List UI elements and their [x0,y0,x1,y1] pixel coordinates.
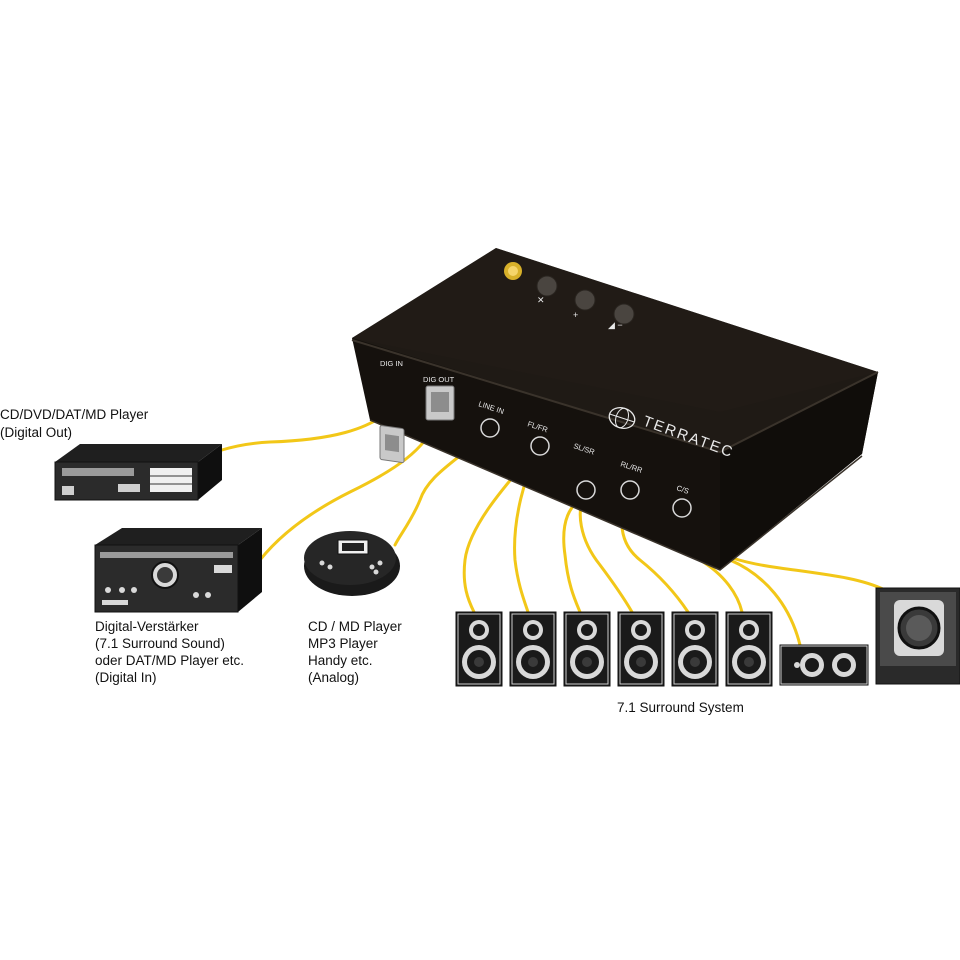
port-dig-in[interactable]: DIG IN [379,359,405,464]
satellite-speaker [617,611,665,687]
mute-icon: ✕ [537,295,545,305]
speaker-set [455,611,773,687]
cd-player-label-line1: CD/DVD/DAT/MD Player [0,407,149,422]
satellite-speaker [671,611,719,687]
port-label-dig-in: DIG IN [380,359,403,368]
center-speaker [779,644,869,686]
cable-dig-in [220,406,394,452]
triangle-icon: ◢ − [608,320,623,330]
portable-label-line4: (Analog) [308,670,359,685]
amplifier [94,528,262,613]
subwoofer [875,587,960,685]
portable-label-line1: CD / MD Player [308,619,402,634]
amplifier-label-line3: oder DAT/MD Player etc. [95,653,244,668]
device-side [720,372,878,570]
surround-system-label: 7.1 Surround System [617,700,744,715]
port-c-s[interactable]: C/S [672,483,692,518]
port-dig-out[interactable]: DIG OUT [423,375,455,421]
portable-label-line2: MP3 Player [308,636,378,651]
satellite-speaker [509,611,557,687]
amplifier-label-line1: Digital-Verstärker [95,619,199,634]
cd-player-label-line2: (Digital Out) [0,425,72,440]
port-fl-fr[interactable]: FL/FR [526,419,550,456]
volume-up-button[interactable]: + [573,289,596,320]
volume-down-button[interactable]: ◢ − [608,303,635,330]
portable-label-line3: Handy etc. [308,653,373,668]
cd-dvd-player [54,444,222,501]
port-label-c-s: C/S [675,483,690,495]
satellite-speaker [455,611,503,687]
terratec-logo [608,407,636,429]
cable-dig-out [258,418,439,562]
amplifier-label-line4: (Digital In) [95,670,157,685]
mute-button[interactable]: ✕ [536,275,558,305]
amplifier-label-line2: (7.1 Surround Sound) [95,636,225,651]
plus-icon: + [573,310,578,320]
satellite-speaker [725,611,773,687]
satellite-speaker [563,611,611,687]
port-label-dig-out: DIG OUT [423,375,455,384]
sound-device: ✕ + ◢ − TERRATEC DIG IN DIG OUT [351,248,879,571]
portable-player [304,531,400,596]
